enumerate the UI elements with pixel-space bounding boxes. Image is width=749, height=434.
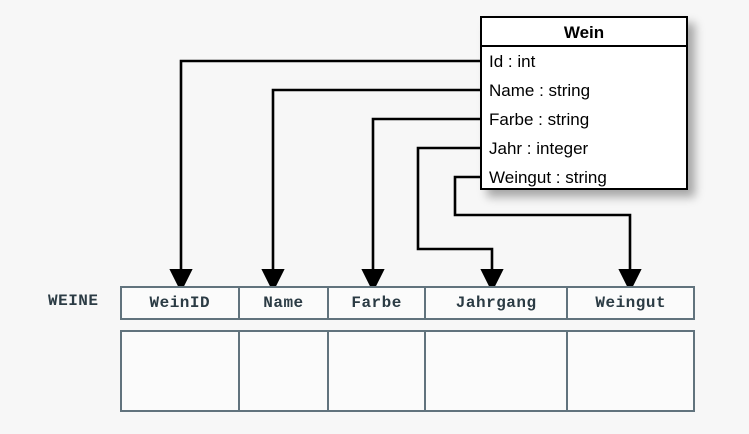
connector-farbe-to-farbe	[361, 117, 480, 293]
uml-class-wein: Wein Id : int Name : string Farbe : stri…	[480, 16, 688, 190]
uml-attribute-jahr: Jahr : integer	[489, 139, 589, 158]
uml-attribute-farbe: Farbe : string	[489, 110, 590, 129]
db-column-header-name: Name	[240, 288, 330, 318]
db-cell-weinid	[122, 332, 240, 410]
db-cell-jahrgang	[426, 332, 569, 410]
db-cell-farbe	[329, 332, 426, 410]
uml-attribute-name: Name : string	[489, 81, 591, 100]
uml-attribute-list: Id : int Name : string Farbe : string Ja…	[482, 47, 686, 192]
uml-class-name: Wein	[482, 18, 686, 47]
connector-id-to-weinid	[169, 59, 480, 293]
db-table-header-row: WeinID Name Farbe Jahrgang Weingut	[120, 286, 695, 320]
db-column-header-jahrgang: Jahrgang	[426, 288, 569, 318]
db-table-row	[120, 330, 695, 412]
uml-attribute-id: Id : int	[489, 52, 536, 71]
connector-jahr-to-jahrgang	[416, 146, 504, 293]
db-column-header-weingut: Weingut	[568, 288, 695, 318]
db-table-name: WEINE	[48, 292, 99, 310]
connector-name-to-name	[261, 88, 480, 293]
db-cell-weingut	[568, 332, 695, 410]
db-column-header-farbe: Farbe	[329, 288, 426, 318]
db-cell-name	[240, 332, 330, 410]
uml-attribute-weingut: Weingut : string	[489, 168, 607, 187]
db-column-header-weinid: WeinID	[122, 288, 240, 318]
connector-weingut-to-weingut	[453, 175, 642, 293]
